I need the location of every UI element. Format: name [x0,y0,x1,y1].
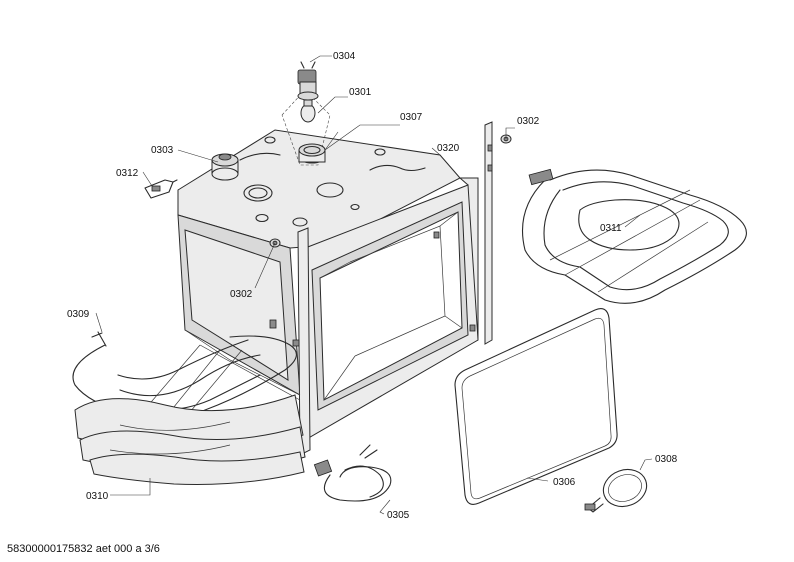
label-0306: 0306 [553,477,576,488]
label-0301: 0301 [349,87,372,98]
power-cable [313,444,392,502]
label-0302-top: 0302 [517,116,540,127]
label-0309: 0309 [67,309,90,320]
door-seal [454,308,618,505]
label-0308: 0308 [655,454,678,465]
leader-lines [95,55,653,515]
part-labels: 0304 0301 0307 0303 0302 0320 0312 0302 … [67,51,678,521]
label-0311: 0311 [600,223,622,234]
lamp-assembly [211,61,331,181]
label-0304: 0304 [333,51,356,62]
oven-cavity [177,121,493,456]
label-0307: 0307 [400,112,423,123]
ring-heater [584,468,648,513]
label-0320: 0320 [437,143,460,154]
label-0303: 0303 [151,145,174,156]
document-id-footer: 58300000175832 aet 000 a 3/6 [7,543,160,555]
label-0302-cavity: 0302 [230,289,253,300]
grill-heater [521,168,747,304]
label-0305: 0305 [387,510,410,521]
label-0310: 0310 [86,491,109,502]
label-0312: 0312 [116,168,139,179]
insulation-mat [74,394,306,485]
